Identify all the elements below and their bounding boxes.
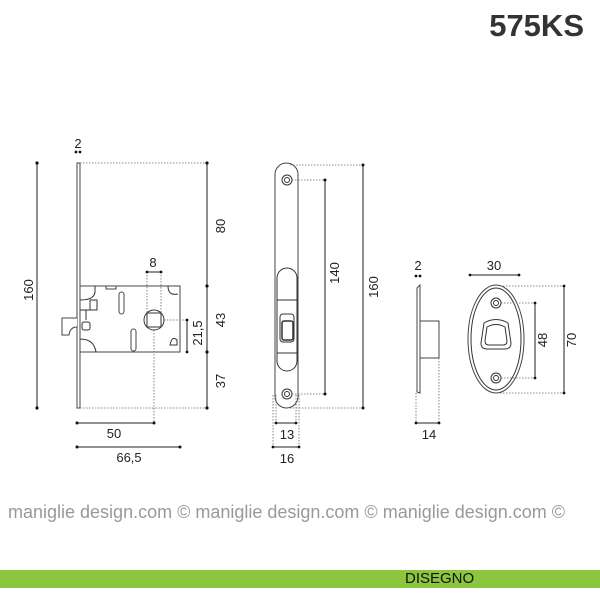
dim-screw-spacing: 140: [327, 262, 342, 284]
lock-body-drawing: [35, 150, 209, 449]
footer-label: DISEGNO: [405, 570, 475, 587]
dim-lock-height: 160: [21, 279, 36, 301]
dim-strike-depth: 14: [422, 427, 436, 442]
faceplate-drawing: [271, 162, 365, 449]
dim-strike-height: 70: [564, 333, 579, 347]
dim-spindle: 8: [149, 255, 156, 270]
dim-backset: 50: [107, 426, 121, 441]
dim-spindle-offset: 21,5: [190, 320, 205, 345]
dim-depth: 66,5: [116, 450, 141, 465]
footer-bar: DISEGNO: [0, 570, 600, 588]
dim-faceplate-width: 16: [280, 451, 294, 466]
watermark: maniglie design.com © maniglie design.co…: [8, 502, 565, 522]
dim-faceplate-height: 160: [366, 276, 381, 298]
dim-strike-width: 30: [487, 258, 501, 273]
dim-lock-body: 43: [213, 313, 228, 327]
product-code: 575KS: [489, 8, 584, 43]
dim-strike-screws: 48: [535, 333, 550, 347]
dim-plate-thickness: 2: [74, 136, 81, 151]
dim-faceplate-inner: 13: [280, 427, 294, 442]
dim-lock-top: 80: [213, 219, 228, 233]
dim-lock-bottom: 37: [213, 374, 228, 388]
strike-side-drawing: [414, 274, 441, 425]
strike-front-drawing: [467, 273, 566, 395]
dim-strike-thickness: 2: [414, 258, 421, 273]
